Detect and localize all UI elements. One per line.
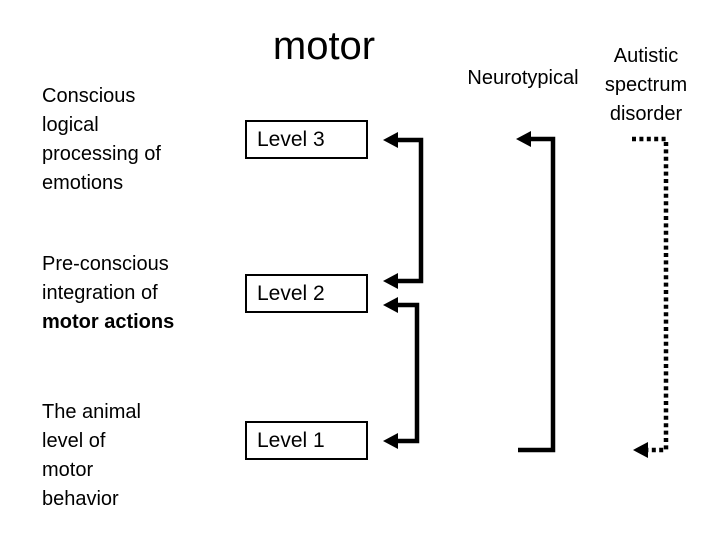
label-line: motor actions	[42, 311, 175, 333]
level-3-box: Level 3	[245, 120, 368, 159]
level-2-box-label: Level 2	[257, 281, 325, 305]
arrowhead-left-icon	[383, 297, 398, 313]
arrowhead-left-icon	[516, 131, 531, 147]
label-animal-motor-behavior: The animal level of motor behavior	[42, 398, 232, 514]
level-2-box: Level 2	[245, 274, 368, 313]
label-line: motor	[42, 459, 94, 481]
arrowhead-left-icon	[383, 132, 398, 148]
connector-level2-level1	[383, 297, 420, 449]
label-line: level of	[42, 430, 106, 452]
label-line: emotions	[42, 172, 124, 194]
autistic-label-line: Autistic	[613, 45, 679, 67]
arrowhead-left-icon	[383, 433, 398, 449]
level-1-box: Level 1	[245, 421, 368, 460]
label-line: The animal	[42, 401, 141, 423]
connector-level3-level2	[383, 132, 424, 289]
label-line: Pre-conscious	[42, 253, 169, 275]
autistic-label-line: spectrum	[604, 74, 688, 96]
level-1-box-label: Level 1	[257, 428, 325, 452]
label-line: behavior	[42, 488, 119, 510]
level-3-box-label: Level 3	[257, 127, 325, 151]
arrowhead-left-icon	[633, 442, 648, 458]
neurotypical-column-label: Neurotypical	[467, 67, 579, 89]
label-conscious-logical-processing: Conscious logical processing of emotions	[42, 82, 232, 198]
label-line: logical	[42, 114, 99, 136]
connector-neurotypical	[516, 131, 556, 453]
label-line: processing of	[42, 143, 161, 165]
autistic-label-line: disorder	[609, 103, 683, 125]
label-preconscious-integration: Pre-conscious integration of motor actions	[42, 250, 232, 337]
slide-title: motor	[272, 24, 376, 68]
connector-autistic-dotted	[632, 136, 669, 458]
label-line: integration of	[42, 282, 158, 304]
autistic-column-label: Autistic spectrum disorder	[596, 42, 696, 129]
label-line: Conscious	[42, 85, 136, 107]
arrowhead-left-icon	[383, 273, 398, 289]
